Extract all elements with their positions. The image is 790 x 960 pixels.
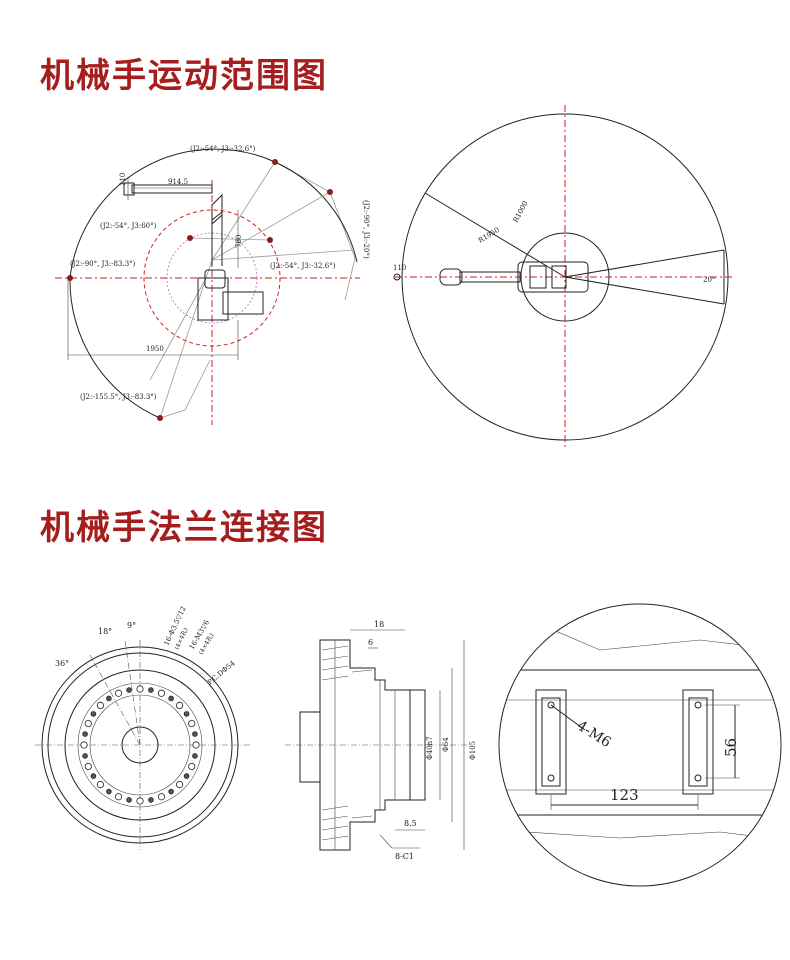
flange-bolt-hole (188, 762, 196, 771)
flange-bolt-hole (106, 695, 112, 702)
detail-right-slot (682, 689, 714, 795)
flange-section-dimension-lines (350, 629, 465, 850)
side-view-label-left-pose: (J2:-90°, J3:-83.3°) (70, 260, 136, 268)
flange-angle-9: 9° (127, 621, 136, 630)
flange-bolt-hole (192, 731, 198, 737)
flange-bolt-hole (84, 762, 92, 771)
flange-bolt-hole (175, 701, 184, 710)
flange-bolt-hole (126, 797, 132, 803)
flange-bolt-hole (188, 719, 196, 728)
flange-bolt-hole (157, 689, 166, 697)
flange-bolt-hole (148, 687, 154, 693)
top-view-angle-20: 20° (703, 276, 715, 284)
flange-section-dim-40h7: Φ40h7 (426, 736, 434, 760)
side-view-dim-1950: 1950 (146, 345, 164, 353)
side-view-label-right-pose: (J2:-54°, J3:-32.6°) (270, 262, 336, 270)
flange-bolt-hole (84, 719, 92, 728)
flange-face-centerlines (35, 639, 250, 850)
detail-view-content (499, 619, 781, 841)
side-view-robot-arm (123, 182, 264, 321)
detail-dim-height: 56 (722, 738, 740, 757)
flange-bolt-hole (175, 780, 184, 789)
flange-angle-36: 36° (55, 659, 69, 668)
side-view-label-mid-pose: (J2:-54°, J3:60°) (100, 222, 157, 230)
flange-bolt-hole (90, 773, 97, 779)
flange-section-dim-64: Φ64 (442, 737, 450, 752)
detail-view-boundary (498, 603, 782, 887)
side-view-dim-780: 780 (235, 235, 243, 248)
top-view-diagram: R1000 R1950 110 20° (393, 105, 735, 450)
flange-bolt-hole (82, 753, 88, 759)
flange-bolt-hole (168, 695, 174, 702)
flange-connection-title: 机械手法兰连接图 (40, 508, 328, 548)
flange-bolt-hole (157, 793, 166, 801)
flange-bolt-hole (136, 797, 144, 805)
flange-bolt-hole (183, 773, 190, 779)
flange-bolt-hole (96, 701, 105, 710)
flange-bolt-hole (168, 788, 174, 795)
flange-bolt-hole (114, 689, 123, 697)
flange-bolt-hole (148, 797, 154, 803)
flange-section-dim-8-5: 8.5 (404, 819, 417, 828)
side-view-label-vertical-pose: (J2:-90°, J3:-20°) (362, 200, 370, 259)
flange-bolt-hole (90, 711, 97, 717)
flange-bolt-hole (126, 687, 132, 693)
flange-bolt-hole (114, 793, 123, 801)
motion-range-title: 机械手运动范围图 (40, 56, 328, 96)
side-view-dim-914: 914.5 (168, 178, 188, 186)
flange-section-dim-105: Φ105 (469, 741, 477, 760)
side-view-label-top-pose: (J2:-54°, J3:-32.6°) (190, 145, 256, 153)
flange-bolt-hole (96, 780, 105, 789)
top-view-radius-lines (424, 192, 566, 278)
flange-bolt-hole (192, 741, 200, 749)
side-view-diagram: (J2:-54°, J3:-32.6°) (J2:-54°, J3:60°) (… (55, 145, 370, 425)
detail-left-slot (535, 689, 567, 795)
detail-dim-holes: 4-M6 (574, 718, 614, 751)
flange-bolt-holes (80, 685, 200, 805)
side-view-reach-envelope (69, 148, 358, 419)
flange-bolt-hole (136, 685, 144, 693)
flange-angle-18: 18° (98, 627, 112, 636)
flange-section-chamfer: 8-C1 (395, 852, 414, 861)
flange-section-hatching (321, 645, 373, 841)
flange-bolt-hole (192, 753, 198, 759)
side-view-dimension-lines (67, 178, 239, 360)
flange-section-dim-6: 6 (368, 638, 373, 647)
flange-bolt-hole (106, 788, 112, 795)
top-view-exclusion-sector (564, 249, 725, 305)
top-view-robot (393, 261, 589, 293)
flange-bolt-hole (82, 731, 88, 737)
top-view-dim-110: 110 (393, 264, 406, 272)
flange-section-dim-18: 18 (374, 620, 384, 629)
flange-bolt-hole (80, 741, 88, 749)
flange-bolt-hole (183, 711, 190, 717)
side-view-dim-110: 110 (119, 173, 127, 186)
detail-dim-width: 123 (610, 786, 639, 804)
side-view-label-bottom-pose: (J2:-155.5°, J3:-83.3°) (80, 393, 157, 401)
side-view-joint-markers (67, 159, 333, 421)
